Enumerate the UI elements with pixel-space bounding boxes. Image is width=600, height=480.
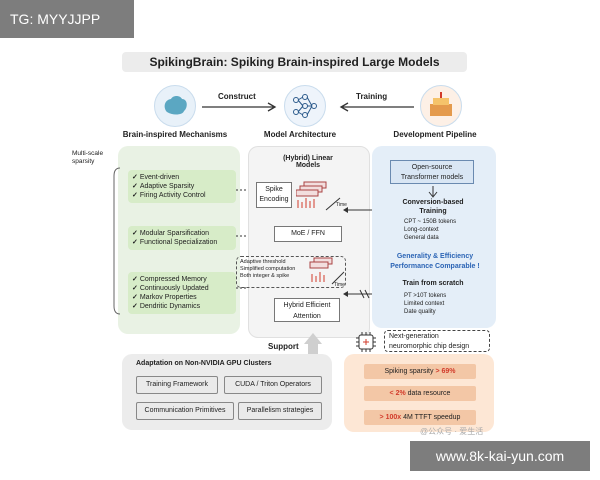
speedup-result: > 100x 4M TTFT speedup xyxy=(364,410,476,425)
diagram-title: SpikingBrain: Spiking Brain-inspired Lar… xyxy=(122,52,467,72)
scratch-items: PT >10T tokens Limited context Date qual… xyxy=(404,292,446,316)
open-source-box: Open-source Transformer models xyxy=(390,160,474,184)
mechanism-item: Event-driven xyxy=(132,173,232,182)
result-highlight: > 100x xyxy=(379,414,402,421)
watermark-url: www.8k-kai-yun.com xyxy=(410,441,590,471)
construct-arrow xyxy=(202,102,277,112)
conversion-title: Conversion-based Training xyxy=(402,199,464,215)
center-caption: Model Architecture xyxy=(263,130,337,139)
mechanism-item: Compressed Memory xyxy=(132,275,232,284)
linear-models-title: (Hybrid) Linear Models xyxy=(283,155,333,169)
result-suffix: 4M TTFT speedup xyxy=(401,414,461,421)
mechanism-item: Continuously Updated xyxy=(132,284,232,293)
support-arrow xyxy=(304,333,322,358)
conversion-items: CPT ~ 150B tokens Long-context General d… xyxy=(404,218,456,242)
tg-tag: TG: MYYJJPP xyxy=(0,0,134,38)
result-highlight: > 69% xyxy=(435,368,456,375)
data-resource-result: < 2% data resource xyxy=(364,386,476,401)
result-highlight: < 2% xyxy=(389,390,406,397)
multi-scale-label: Multi-scale sparsity xyxy=(72,150,104,165)
time-label-1: Time xyxy=(336,202,347,208)
scratch-title: Train from scratch xyxy=(402,280,464,287)
construct-label: Construct xyxy=(218,92,256,101)
parallelism-strategies-button[interactable]: Parallelism strategies xyxy=(238,402,322,420)
mechanism-item: Functional Specialization xyxy=(132,238,232,247)
training-label: Training xyxy=(356,92,388,101)
note-item: Simplified computation xyxy=(240,266,296,272)
moe-ffn-box: MoE / FFN xyxy=(274,226,342,242)
mechanism-item: Adaptive Sparsity xyxy=(132,182,232,191)
attention-spike-graphic xyxy=(309,257,345,285)
mechanism-item: Firing Activity Control xyxy=(132,191,232,200)
scratch-item: PT >10T tokens xyxy=(404,293,447,299)
sparsity-bracket xyxy=(113,167,121,315)
conversion-item: Long-context xyxy=(404,227,439,233)
generality-text: Generality & Efficiency Performance Comp… xyxy=(390,253,480,270)
neural-network-icon xyxy=(284,85,326,127)
scratch-item: Limited context xyxy=(404,301,445,307)
watermark-handle: @公众号 · 爱生活 xyxy=(420,427,484,436)
training-arrow xyxy=(339,102,414,112)
time-label-2: Time xyxy=(334,282,345,288)
chip-label-box: Next-generation neuromorphic chip design xyxy=(384,330,490,352)
support-label: Support xyxy=(268,342,299,351)
mechanism-group-1: Event-driven Adaptive Sparsity Firing Ac… xyxy=(128,170,236,203)
mechanism-item: Markov Properties xyxy=(132,293,232,302)
conversion-item: CPT ~ 150B tokens xyxy=(404,219,457,225)
result-suffix: data resource xyxy=(405,390,451,397)
scratch-item: Date quality xyxy=(404,309,436,315)
mechanism-group-2: Modular Sparsification Functional Specia… xyxy=(128,226,236,250)
pipeline-icon xyxy=(420,85,462,127)
note-item: Adaptive threshold xyxy=(240,259,286,265)
result-prefix: Spiking sparsity xyxy=(384,368,436,375)
right-caption: Development Pipeline xyxy=(393,130,477,139)
brain-icon xyxy=(154,85,196,127)
mechanism-item: Dendritic Dynamics xyxy=(132,302,232,311)
conversion-item: General data xyxy=(404,235,439,241)
hybrid-attention-box: Hybrid Efficient Attention xyxy=(274,298,340,322)
training-framework-button[interactable]: Training Framework xyxy=(136,376,218,394)
mechanism-group-3: Compressed Memory Continuously Updated M… xyxy=(128,272,236,314)
note-item: Both integer & spike xyxy=(240,273,290,279)
mechanism-item: Modular Sparsification xyxy=(132,229,232,238)
spike-encoding-box: Spike Encoding xyxy=(256,182,292,208)
communication-primitives-button[interactable]: Communication Primitives xyxy=(136,402,234,420)
gpu-adaptation-title: Adaptation on Non-NVIDIA GPU Clusters xyxy=(136,360,272,367)
sparsity-result: Spiking sparsity > 69% xyxy=(364,364,476,379)
spike-train-graphic xyxy=(296,181,341,211)
left-caption: Brain-inspired Mechanisms xyxy=(122,130,228,139)
notes-dashed-box xyxy=(236,256,346,288)
cuda-triton-button[interactable]: CUDA / Triton Operators xyxy=(224,376,322,394)
chip-icon xyxy=(356,332,376,352)
center-notes: Adaptive threshold Simplified computatio… xyxy=(240,259,295,280)
down-arrow xyxy=(428,186,438,198)
